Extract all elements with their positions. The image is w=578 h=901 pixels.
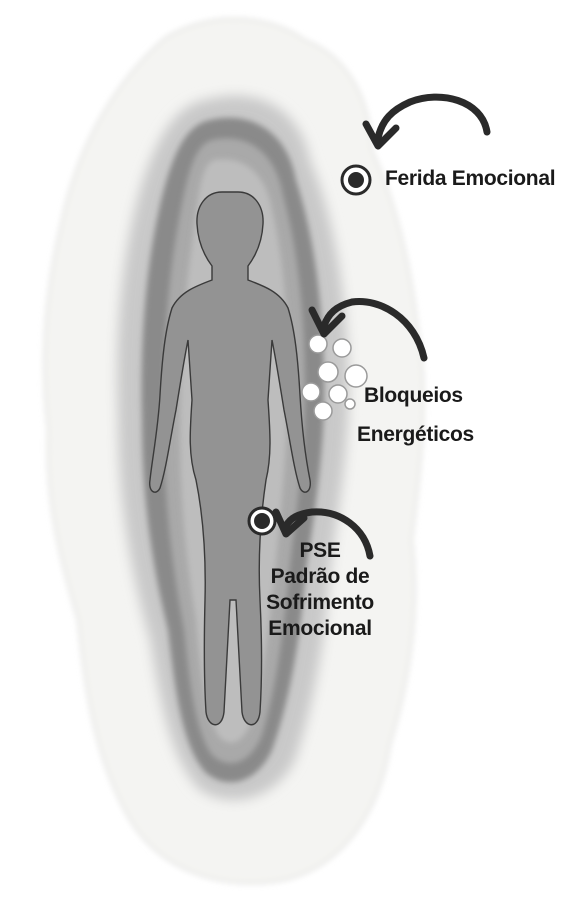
curved-arrow-icon (366, 97, 487, 146)
label-bloqueios: Bloqueios (364, 383, 463, 409)
label-energeticos: Energéticos (357, 422, 474, 448)
label-padrao-de: Padrão de (240, 564, 400, 590)
label-pse-group: PSE Padrão de Sofrimento Emocional (240, 538, 400, 642)
label-sofrimento: Sofrimento (240, 590, 400, 616)
label-emocional: Emocional (240, 616, 400, 642)
pse-marker (249, 508, 275, 534)
ferida-marker (342, 166, 370, 194)
label-pse: PSE (240, 538, 400, 564)
label-ferida-emocional: Ferida Emocional (385, 166, 555, 192)
